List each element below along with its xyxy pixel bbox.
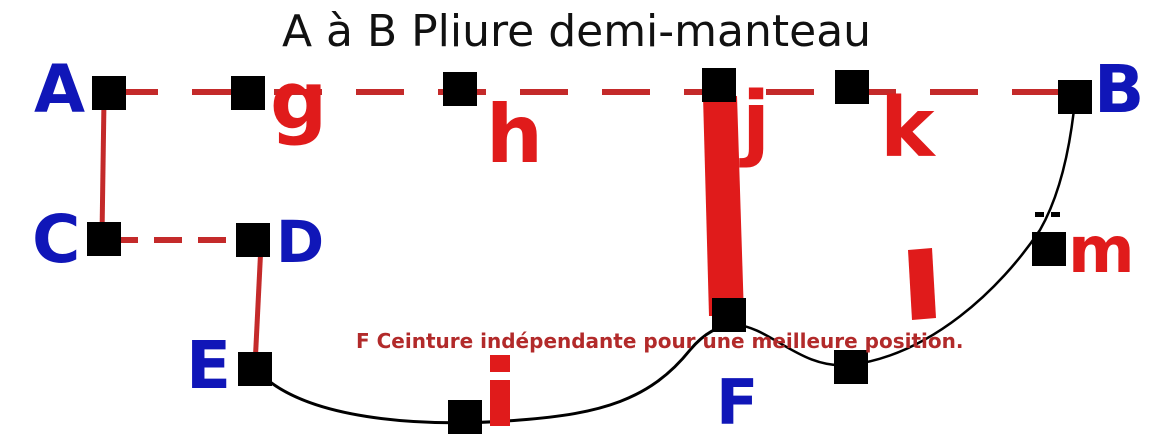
belt-bar — [703, 96, 744, 316]
point-l-square — [834, 350, 868, 384]
label-b: B — [1094, 51, 1144, 128]
m-accent-right — [1051, 212, 1060, 217]
m-accent-left — [1035, 212, 1044, 217]
point-f-square — [712, 298, 746, 332]
label-j: j — [739, 75, 770, 170]
line-d-e — [252, 243, 264, 367]
point-j-square — [702, 68, 736, 102]
marker-i-bar — [490, 380, 510, 426]
marker-l-bar — [908, 248, 936, 320]
label-m: m — [1068, 214, 1135, 288]
point-h-square — [443, 72, 477, 106]
point-e-square — [238, 352, 272, 386]
point-m-square — [1032, 232, 1066, 266]
diagram-title: A à B Pliure demi-manteau — [281, 6, 872, 57]
label-h: h — [486, 88, 543, 181]
point-d-square — [236, 223, 270, 257]
label-g: g — [270, 54, 327, 147]
label-d: D — [276, 208, 324, 276]
label-a: A — [34, 51, 85, 128]
point-b-square — [1058, 80, 1092, 114]
point-g-square — [231, 76, 265, 110]
label-c: C — [32, 201, 80, 278]
curve-e-f — [253, 323, 736, 425]
label-e: E — [186, 327, 231, 404]
label-k: k — [880, 81, 937, 176]
line-a-c — [99, 99, 107, 237]
curve-f-b — [734, 99, 1077, 367]
label-f: F — [716, 366, 758, 434]
marker-i-dot — [490, 355, 510, 372]
point-a-square — [92, 76, 126, 110]
belt-caption: F Ceinture indépendante pour une meilleu… — [356, 329, 963, 353]
point-i-square — [448, 400, 482, 434]
point-c-square — [87, 222, 121, 256]
point-k-square — [835, 70, 869, 104]
